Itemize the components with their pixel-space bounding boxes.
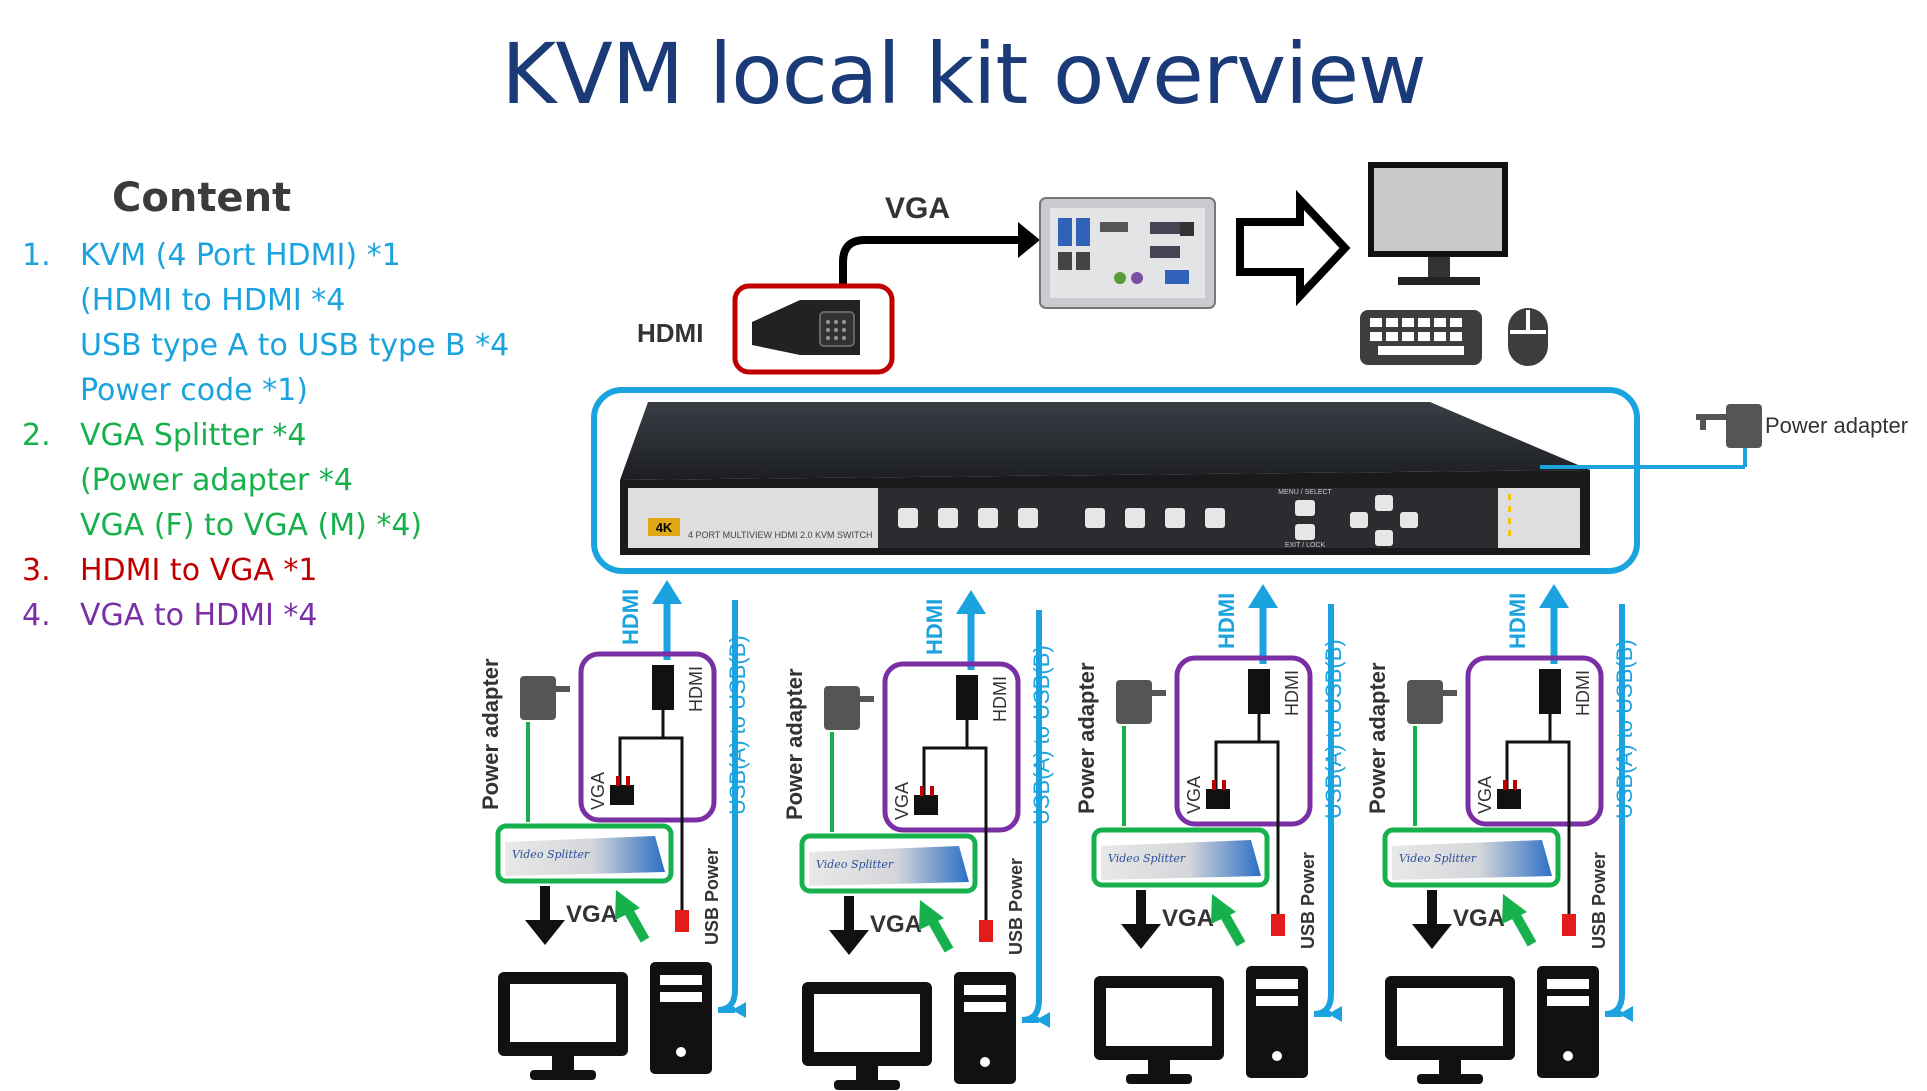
hdmi-to-vga-highlight bbox=[732, 283, 895, 375]
branch-4 bbox=[1365, 584, 1637, 1084]
branch-hdmi-label: HDMI bbox=[618, 589, 643, 645]
list-item-kvm: 1. KVM (4 Port HDMI) *1 (HDMI to HDMI *4… bbox=[22, 233, 509, 413]
monitor-icon bbox=[1368, 162, 1508, 285]
list-number: 1. bbox=[22, 238, 51, 273]
page-title: KVM local kit overview bbox=[501, 25, 1427, 123]
list-line: KVM (4 Port HDMI) *1 bbox=[80, 238, 401, 273]
vga-down-arrow-icon bbox=[525, 920, 565, 945]
branch-1: HDMI USB(A) to USB(B) Power adapter HDMI… bbox=[478, 580, 750, 1080]
splitter-label: Video Splitter bbox=[512, 848, 590, 861]
list-number: 4. bbox=[22, 598, 51, 633]
list-line: Power code *1) bbox=[80, 373, 308, 408]
vga-cable bbox=[839, 236, 1020, 287]
usb-arrow-icon bbox=[732, 1002, 746, 1018]
list-item-vga-splitter: 2. VGA Splitter *4 (Power adapter *4 VGA… bbox=[22, 413, 509, 548]
kvm-badge-text: 4K bbox=[656, 520, 673, 535]
converter-vga-plug-icon bbox=[610, 785, 634, 805]
converter-hdmi-plug-icon bbox=[652, 665, 674, 710]
branch-usb-power-label: USB Power bbox=[702, 848, 722, 945]
usb-power-plug-icon bbox=[675, 910, 689, 932]
green-arrow-icon bbox=[615, 890, 640, 920]
list-line: (Power adapter *4 bbox=[80, 463, 353, 498]
branch-monitor-icon bbox=[498, 972, 628, 1080]
branch-power-label: Power adapter bbox=[478, 658, 503, 810]
output-arrow-icon bbox=[1236, 189, 1351, 307]
kvm-switch: 4K 4 PORT MULTIVIEW HDMI 2.0 KVM SWITCH … bbox=[620, 402, 1590, 555]
list-number: 3. bbox=[22, 553, 51, 588]
kvm-exit-text: EXIT / LOCK bbox=[1285, 542, 1326, 549]
branch-pc-tower-icon bbox=[650, 962, 712, 1074]
branch-3 bbox=[1074, 584, 1346, 1084]
converter-vga-label: VGA bbox=[588, 772, 608, 810]
list-line: VGA to HDMI *4 bbox=[80, 598, 318, 633]
branch-usb-label: USB(A) to USB(B) bbox=[725, 635, 750, 815]
hdmi-to-vga-adapter-icon bbox=[752, 300, 860, 355]
branch-vga-label: VGA bbox=[566, 901, 618, 928]
mouse-icon bbox=[1508, 308, 1548, 366]
hdmi-up-arrow-icon bbox=[652, 580, 682, 604]
vga-arrow-icon bbox=[1018, 222, 1040, 258]
embedded-pc-icon bbox=[1039, 197, 1216, 309]
kvm-4k-badge bbox=[648, 518, 680, 536]
list-line: VGA Splitter *4 bbox=[80, 418, 307, 453]
converter-hdmi-label: HDMI bbox=[686, 666, 706, 712]
list-number: 2. bbox=[22, 418, 51, 453]
power-adapter-icon bbox=[1696, 404, 1762, 448]
vga-to-hdmi-highlight bbox=[578, 651, 717, 823]
kvm-highlight bbox=[591, 387, 1640, 574]
vga-splitter-highlight bbox=[495, 823, 674, 884]
branch-2 bbox=[782, 590, 1054, 1090]
list-line: HDMI to VGA *1 bbox=[80, 553, 318, 588]
top-hdmi-label: HDMI bbox=[637, 318, 703, 348]
kvm-model-text: 4 PORT MULTIVIEW HDMI 2.0 KVM SWITCH bbox=[688, 530, 873, 540]
list-item-hdmi-to-vga: 3. HDMI to VGA *1 bbox=[22, 548, 509, 593]
keyboard-icon bbox=[1360, 310, 1482, 365]
list-line: VGA (F) to VGA (M) *4) bbox=[80, 508, 423, 543]
kvm-menu-text: MENU / SELECT bbox=[1278, 489, 1332, 496]
content-list: Content 1. KVM (4 Port HDMI) *1 (HDMI to… bbox=[22, 175, 509, 638]
branch-power-adapter-icon bbox=[520, 676, 570, 720]
list-item-vga-to-hdmi: 4. VGA to HDMI *4 bbox=[22, 593, 509, 638]
content-heading: Content bbox=[112, 175, 292, 221]
list-line: (HDMI to HDMI *4 bbox=[80, 283, 346, 318]
vga-splitter-icon: Video Splitter bbox=[505, 836, 665, 876]
top-vga-label: VGA bbox=[885, 192, 950, 225]
list-line: USB type A to USB type B *4 bbox=[80, 328, 510, 363]
power-adapter-label: Power adapter bbox=[1765, 413, 1908, 438]
